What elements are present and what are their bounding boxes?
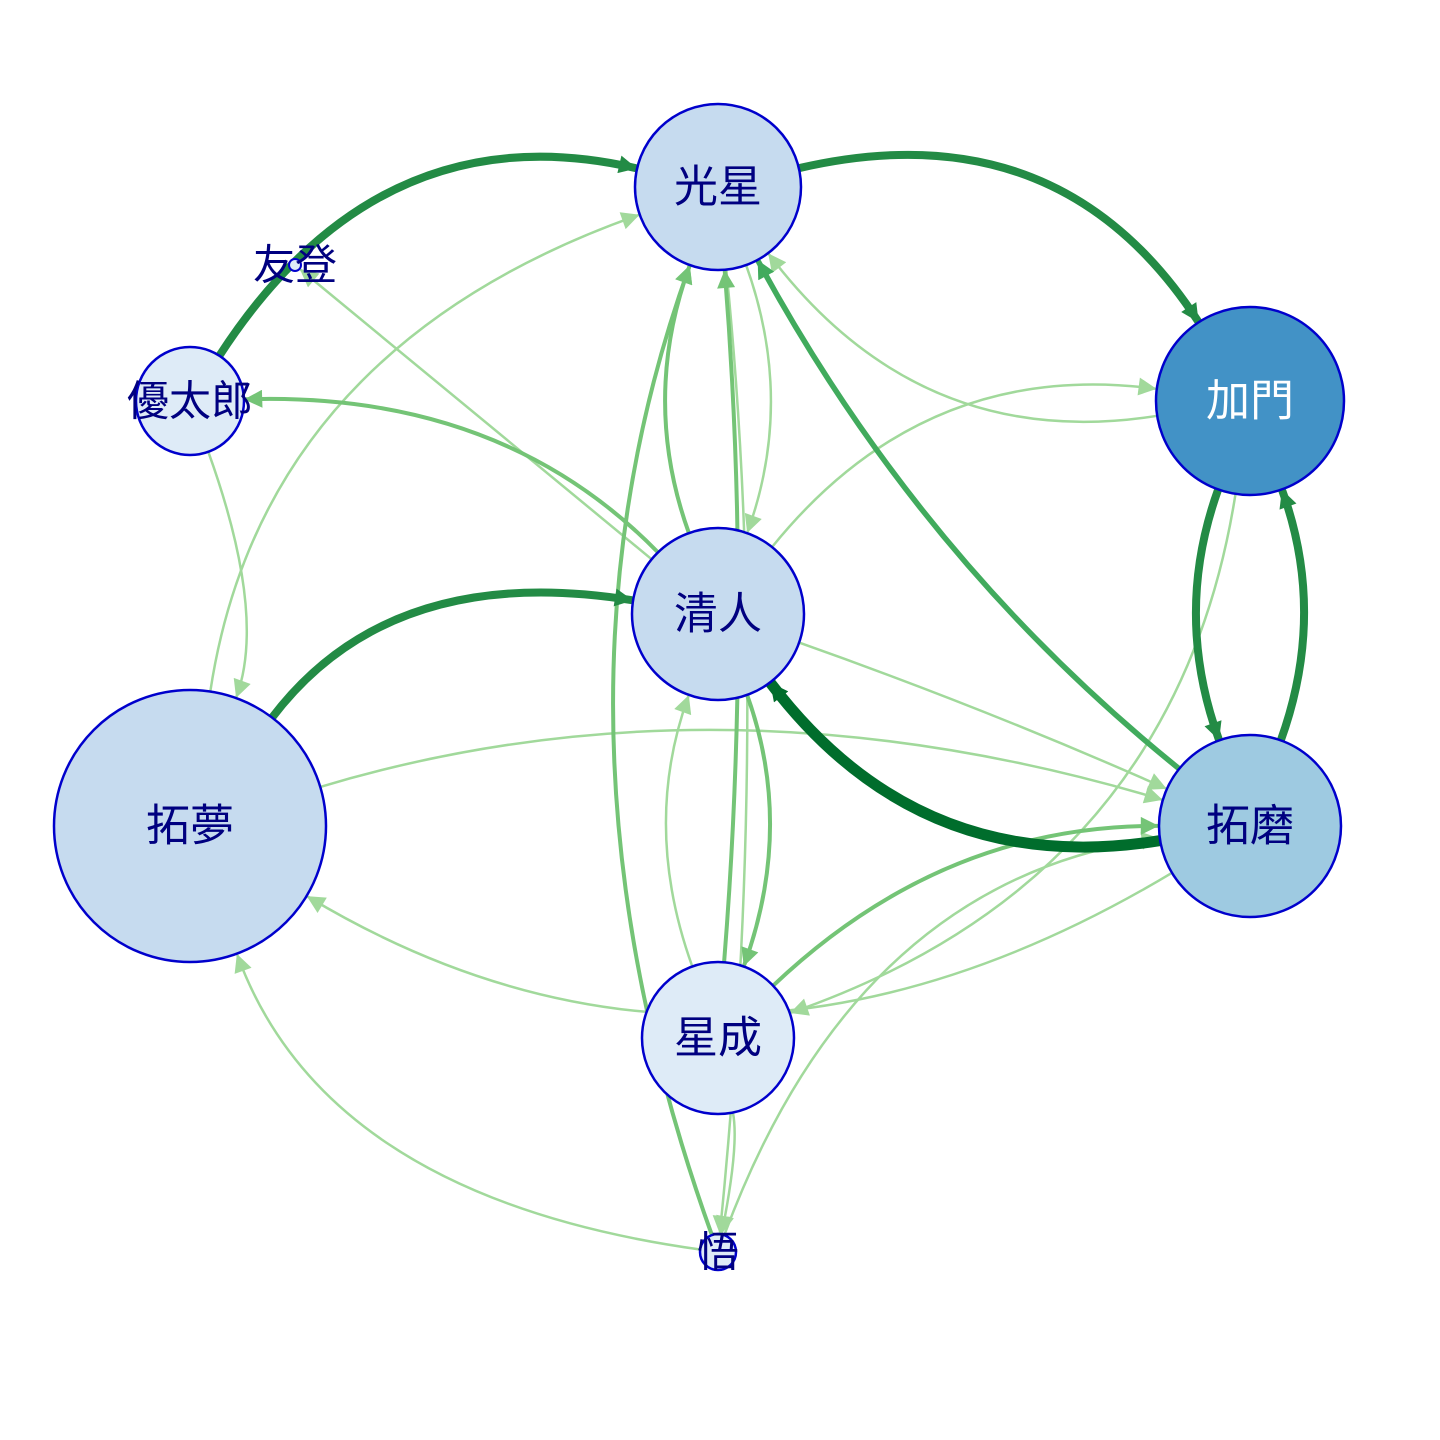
edge-kiyoto-to-takuma	[797, 641, 1167, 790]
edge-yutaro-to-tomu	[207, 450, 251, 698]
edge-tomu-to-takuma	[319, 728, 1163, 804]
node-circle-satoru	[698, 1232, 738, 1272]
edge-takuma-to-kosei	[755, 258, 1182, 772]
node-kosei: 光星	[633, 102, 803, 272]
edge-kosei-to-kiyoto	[744, 263, 773, 533]
node-label-kiyoto: 清人	[674, 589, 762, 640]
node-takuma: 拓磨	[1157, 733, 1343, 919]
node-label-kosei: 光星	[674, 162, 762, 213]
node-label-tomu: 拓夢	[146, 801, 234, 852]
edge-yutaro-to-kosei	[215, 152, 640, 360]
edge-seinari-to-kiyoto	[664, 695, 694, 968]
node-circle-yutaro	[134, 345, 246, 457]
edge-kosei-to-kamon	[794, 150, 1202, 325]
node-seinari: 星成	[640, 960, 796, 1116]
node-satoru: 悟	[697, 1228, 739, 1277]
edge-takuma-to-kamon	[1276, 487, 1309, 745]
edge-satoru-to-takuma	[723, 831, 1160, 1237]
edge-satoru-to-tomu	[234, 953, 702, 1251]
node-label-kamon: 加門	[1206, 376, 1294, 427]
node-kamon: 加門	[1154, 305, 1346, 497]
edge-kiyoto-to-yutaro	[244, 389, 660, 555]
node-circle-tomu	[52, 688, 328, 964]
edge-kamon-to-takuma	[1191, 485, 1223, 743]
node-circle-kiyoto	[630, 526, 806, 702]
node-circle-kosei	[633, 102, 803, 272]
node-circle-yuto	[288, 258, 302, 272]
node-circle-seinari	[640, 960, 796, 1116]
node-circle-takuma	[1157, 733, 1343, 919]
node-label-yutaro: 優太郎	[127, 377, 253, 426]
node-yuto: 友登	[253, 241, 337, 290]
edge-kamon-to-kosei	[768, 253, 1159, 423]
node-tomu: 拓夢	[52, 688, 328, 964]
edge-tomu-to-kiyoto	[268, 588, 636, 722]
edge-kiyoto-to-kamon	[770, 377, 1157, 549]
edge-kiyoto-to-yuto	[299, 268, 653, 561]
edge-seinari-to-satoru	[716, 1111, 736, 1235]
node-label-yuto: 友登	[253, 241, 337, 290]
node-label-seinari: 星成	[674, 1013, 762, 1064]
node-label-takuma: 拓磨	[1206, 801, 1294, 852]
edge-kamon-to-seinari	[790, 492, 1237, 1016]
node-circle-kamon	[1154, 305, 1346, 497]
node-kiyoto: 清人	[630, 526, 806, 702]
edge-kiyoto-to-seinari	[741, 692, 773, 967]
edge-seinari-to-takuma	[771, 816, 1159, 988]
node-label-satoru: 悟	[697, 1228, 739, 1277]
node-yutaro: 優太郎	[127, 345, 253, 457]
edge-takuma-to-kiyoto	[765, 678, 1166, 853]
